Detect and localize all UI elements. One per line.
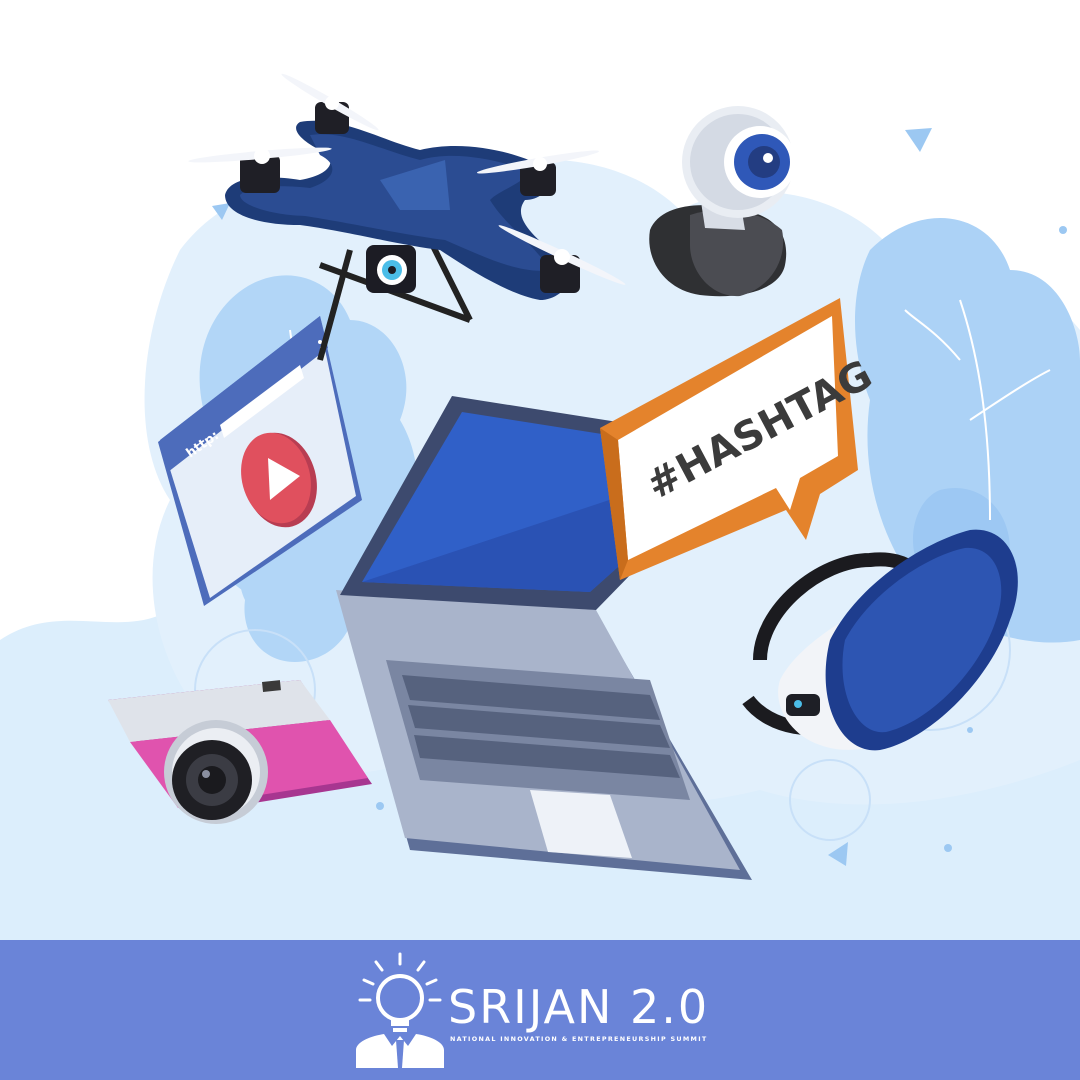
- brand-title: SRIJAN 2.0: [448, 980, 710, 1034]
- drone-camera: [366, 245, 416, 293]
- brand-tagline: NATIONAL INNOVATION & ENTREPRENEURSHIP S…: [450, 1035, 708, 1043]
- drone-icon: [188, 73, 626, 361]
- footer-bar: [0, 940, 1080, 1080]
- drone-rotor: [281, 73, 379, 134]
- hashtag-sign-icon: #HASHTAG: [600, 298, 880, 580]
- video-browser-icon: http:: [158, 316, 362, 606]
- camera-icon: [108, 680, 372, 824]
- drone-rotor: [476, 150, 600, 196]
- drone-rotor: [498, 225, 626, 293]
- lightbulb-person-logo: [356, 952, 444, 1068]
- laptop-icon: [336, 396, 758, 880]
- drone-rotor: [188, 147, 332, 193]
- vr-headset-icon: [742, 529, 1018, 751]
- illustration-scene: http:: [0, 73, 1080, 940]
- webcam-icon: [649, 106, 796, 297]
